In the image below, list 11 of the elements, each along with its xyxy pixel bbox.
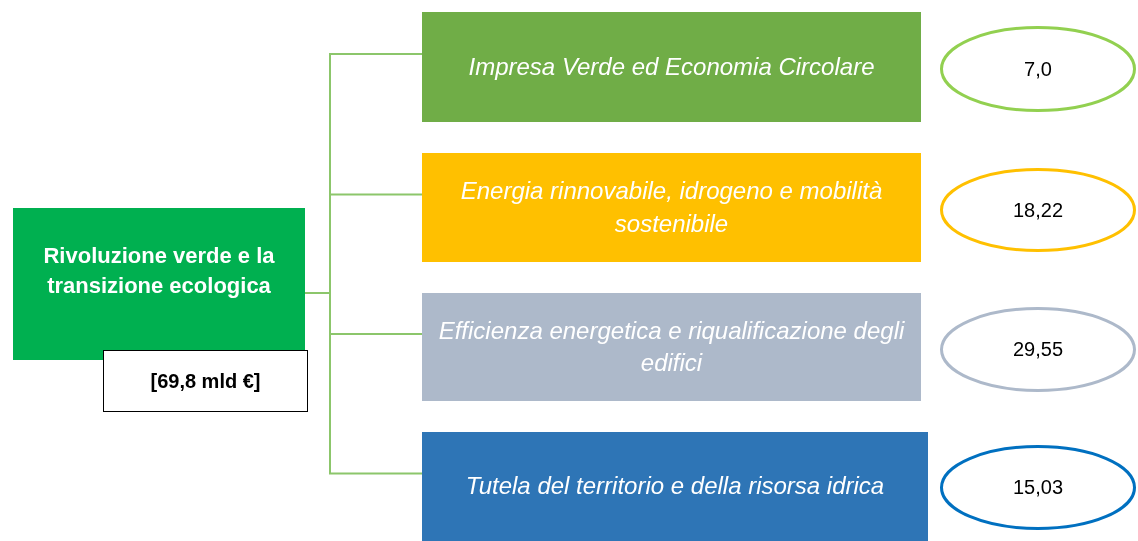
budget-box: [69,8 mld €] — [103, 350, 308, 412]
amount-ellipse: 29,55 — [940, 307, 1136, 392]
topic-box: Rivoluzione verde e la transizione ecologica — [13, 208, 305, 360]
component-box: Impresa Verde ed Economia Circolare — [422, 12, 921, 122]
amount-ellipse: 15,03 — [940, 445, 1136, 530]
component-box: Energia rinnovabile, idrogeno e mobilità sostenibile — [422, 153, 921, 262]
connector-line — [304, 292, 423, 475]
amount-ellipse: 7,0 — [940, 26, 1136, 112]
component-box: Efficienza energetica e riqualificazione degli edifici — [422, 293, 921, 401]
amount-ellipse: 18,22 — [940, 168, 1136, 252]
component-box: Tutela del territorio e della risorsa idrica — [422, 432, 928, 541]
